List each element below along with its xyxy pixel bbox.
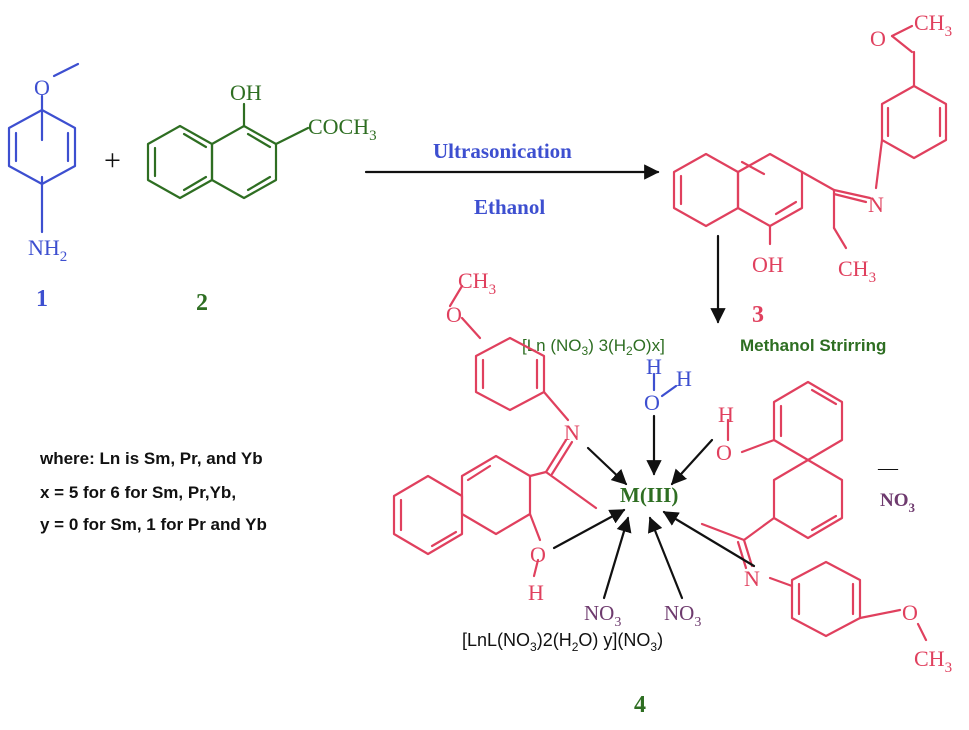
legend-line-1: where: Ln is Sm, Pr, and Yb [39, 449, 263, 468]
complex-4-right-nitrogen: N [744, 566, 760, 591]
ligand-3-imine-nitrogen: N [868, 192, 884, 217]
ligand-3-methoxy-oxygen: O [870, 26, 886, 51]
condition-ultrasonication: Ultrasonication [433, 139, 572, 163]
complex-4-left-hydrogen: H [528, 580, 544, 605]
plus-sign: + [104, 144, 121, 177]
ligand-3-structure: O CH3 N OH CH3 3 [672, 10, 952, 328]
metal-center: M(III) [620, 483, 678, 507]
compound-1-amine: NH2 [28, 235, 67, 265]
complex-4-right-hydrogen: H [718, 402, 734, 427]
ligand-3-methyl: CH3 [838, 256, 876, 286]
compound-1-structure: O NH2 1 [7, 62, 80, 312]
complex-4-structure: O CH3 N O H H O H H O N O CH3 M(III) NO3… [392, 268, 952, 718]
compound-1-label: 1 [36, 286, 48, 312]
complex-4-right-methoxy-oxygen: O [902, 600, 918, 625]
compound-2-structure: OH COCH3 2 [146, 80, 377, 316]
compound-1-oxygen: O [34, 75, 50, 100]
counter-ion-charge: — [877, 457, 899, 479]
water-hydrogen-1: H [646, 354, 662, 379]
compound-2-acetyl: COCH3 [308, 114, 377, 144]
complex-4-left-nitrogen: N [564, 420, 580, 445]
complex-4-left-oxygen: O [530, 542, 546, 567]
complex-4-left-methoxy-oxygen: O [446, 302, 462, 327]
footnote-legend: where: Ln is Sm, Pr, and Yb x = 5 for 6 … [39, 449, 267, 534]
ligand-3-methoxy-ch3: CH3 [914, 10, 952, 40]
complex-4-formula: [LnL(NO3)2(H2O) y](NO3) [462, 630, 663, 654]
reagent-lanthanide-nitrate: [Ln (NO3) 3(H2O)x] [522, 336, 665, 358]
water-oxygen: O [644, 390, 660, 415]
complex-4-right-oxygen: O [716, 440, 732, 465]
legend-line-3: y = 0 for Sm, 1 for Pr and Yb [40, 515, 267, 534]
complex-4-left-ch3: CH3 [458, 268, 496, 298]
water-hydrogen-2: H [676, 366, 692, 391]
compound-2-label: 2 [196, 290, 208, 316]
ligand-3-hydroxyl: OH [752, 252, 784, 277]
complex-4-right-ch3: CH3 [914, 646, 952, 676]
counter-ion-nitrate: NO3 [880, 490, 916, 515]
solvent-ethanol: Ethanol [474, 195, 545, 219]
compound-2-hydroxyl: OH [230, 80, 262, 105]
legend-line-2: x = 5 for 6 for Sm, Pr,Yb, [40, 483, 236, 502]
complex-4-label: 4 [634, 692, 646, 718]
coordinated-nitrate-2: NO3 [664, 601, 701, 630]
condition-methanol-stirring: Methanol Strirring [740, 336, 886, 355]
coordinated-nitrate-1: NO3 [584, 601, 621, 630]
ligand-3-label: 3 [752, 302, 764, 328]
